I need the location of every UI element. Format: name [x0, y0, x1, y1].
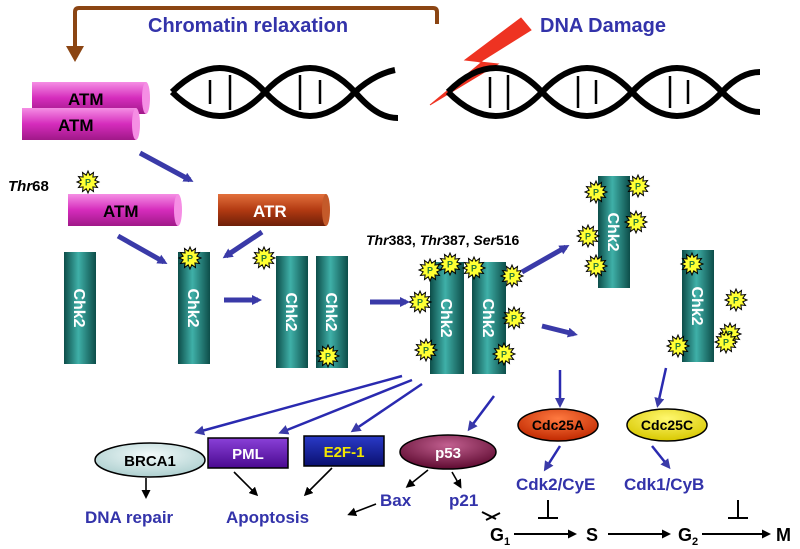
phospho-star-icon: P [413, 337, 439, 363]
chromatin-relaxation-label: Chromatin relaxation [148, 15, 348, 37]
m-label: M [776, 525, 791, 545]
pml-node: PML [207, 437, 289, 469]
svg-text:P: P [723, 338, 729, 348]
phospho-sites-label: Thr383, Thr387, Ser516 [366, 232, 520, 248]
svg-text:E2F-1: E2F-1 [324, 444, 365, 461]
phospho-star-icon: P [251, 245, 277, 271]
svg-text:P: P [633, 218, 639, 228]
dna-damage-label: DNA Damage [540, 15, 666, 37]
chk2-phospho-thr68: Chk2 [178, 252, 210, 364]
phospho-star-icon: P [315, 343, 341, 369]
s-label: S [586, 525, 598, 545]
phospho-star-icon: P [679, 251, 705, 277]
atm-label-top: ATM [68, 90, 104, 109]
dna-repair-label: DNA repair [85, 508, 174, 527]
phospho-star-icon: P [461, 255, 487, 281]
cdk1-cyb-label: Cdk1/CyB [624, 475, 704, 494]
svg-text:P: P [501, 350, 507, 360]
svg-text:Chk2: Chk2 [479, 298, 496, 337]
atm-label-bottom: ATM [58, 116, 94, 135]
chk2-inactive: Chk2 [64, 252, 96, 364]
dna-helix-right [445, 65, 761, 119]
svg-text:PML: PML [232, 446, 264, 463]
atm-dimer: ATM ATM [22, 82, 150, 140]
g2-label: G2 [678, 525, 698, 548]
phospho-star-icon: P [713, 329, 739, 355]
phospho-star-icon: P [665, 333, 691, 359]
atr-label: ATR [253, 202, 287, 221]
svg-text:BRCA1: BRCA1 [124, 453, 176, 470]
outcome-arrows [141, 467, 462, 517]
svg-text:Chk2: Chk2 [604, 212, 621, 251]
cell-cycle: G1 S G2 M [490, 525, 791, 548]
svg-text:P: P [447, 260, 453, 270]
svg-text:P: P [187, 254, 193, 264]
svg-text:P: P [423, 346, 429, 356]
thr68-label: Thr68 [8, 178, 49, 195]
svg-text:P: P [471, 264, 477, 274]
atr-kinase: ATR [218, 194, 330, 226]
svg-text:P: P [593, 188, 599, 198]
svg-text:Chk2: Chk2 [688, 286, 705, 325]
brca1-node: BRCA1 [94, 442, 206, 478]
target-arrows [194, 367, 671, 472]
svg-text:P: P [635, 182, 641, 192]
cdc25a-node: Cdc25A [517, 408, 599, 442]
phospho-markers: PPPPPPPPPPPPPPPPPPPPPP [75, 169, 749, 369]
svg-text:P: P [417, 298, 423, 308]
g1-label: G1 [490, 525, 510, 548]
chromatin-relaxation-bracket [66, 6, 439, 62]
phospho-star-icon: P [575, 223, 601, 249]
svg-text:P: P [675, 342, 681, 352]
inhibition-marks [481, 500, 748, 521]
svg-text:P: P [733, 296, 739, 306]
apoptosis-label: Apoptosis [226, 508, 309, 527]
p21-label: p21 [449, 491, 478, 510]
lightning-bolt-icon [429, 17, 532, 106]
cdk2-cye-label: Cdk2/CyE [516, 475, 595, 494]
pathway-arrows [116, 150, 578, 338]
atm-monomer: ATM [68, 194, 182, 226]
bax-label: Bax [380, 491, 412, 510]
phospho-star-icon: P [723, 287, 749, 313]
svg-text:p53: p53 [435, 445, 461, 462]
svg-text:P: P [85, 178, 91, 188]
svg-text:Chk2: Chk2 [70, 288, 87, 327]
atm-monomer-label: ATM [103, 202, 139, 221]
chk2-dimer-autophospho: Chk2 Chk2 [430, 262, 506, 374]
svg-text:P: P [593, 262, 599, 272]
svg-text:P: P [325, 352, 331, 362]
phospho-star-icon: P [583, 253, 609, 279]
svg-text:Chk2: Chk2 [184, 288, 201, 327]
svg-text:Cdc25A: Cdc25A [532, 417, 584, 433]
phospho-star-icon: P [623, 209, 649, 235]
svg-text:P: P [689, 260, 695, 270]
phospho-star-icon: P [437, 251, 463, 277]
p53-node: p53 [399, 434, 497, 470]
svg-text:Chk2: Chk2 [437, 298, 454, 337]
dna-helix-left [169, 65, 399, 121]
cdc25c-node: Cdc25C [626, 408, 708, 442]
phospho-star-icon: P [491, 341, 517, 367]
phospho-star-icon: P [501, 305, 527, 331]
svg-text:Cdc25C: Cdc25C [641, 417, 693, 433]
svg-text:Chk2: Chk2 [282, 292, 299, 331]
svg-text:P: P [585, 232, 591, 242]
phospho-star-icon: P [177, 245, 203, 271]
e2f1-node: E2F-1 [303, 435, 385, 467]
phospho-star-icon: P [625, 173, 651, 199]
phospho-star-icon: P [583, 179, 609, 205]
svg-text:P: P [511, 314, 517, 324]
phospho-star-icon: P [407, 289, 433, 315]
svg-text:P: P [427, 266, 433, 276]
svg-text:Chk2: Chk2 [322, 292, 339, 331]
svg-text:P: P [509, 272, 515, 282]
svg-text:P: P [261, 254, 267, 264]
phospho-star-icon: P [75, 169, 101, 195]
